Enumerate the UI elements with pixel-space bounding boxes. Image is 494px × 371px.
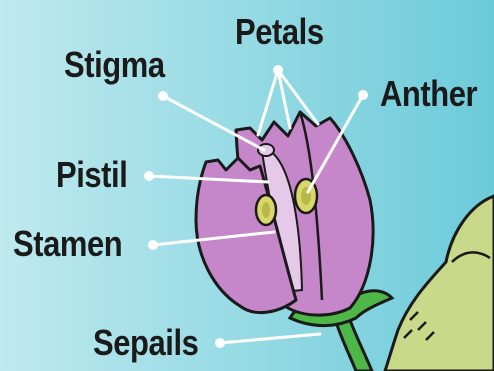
label-petals: Petals	[235, 14, 324, 50]
label-sepals: Sepails	[93, 325, 198, 361]
label-pistil: Pistil	[56, 157, 127, 193]
stigma-shape	[258, 144, 274, 156]
label-anther: Anther	[380, 76, 477, 112]
outer-anther	[256, 195, 276, 225]
label-stigma: Stigma	[64, 47, 165, 83]
label-stamen: Stamen	[13, 226, 122, 262]
